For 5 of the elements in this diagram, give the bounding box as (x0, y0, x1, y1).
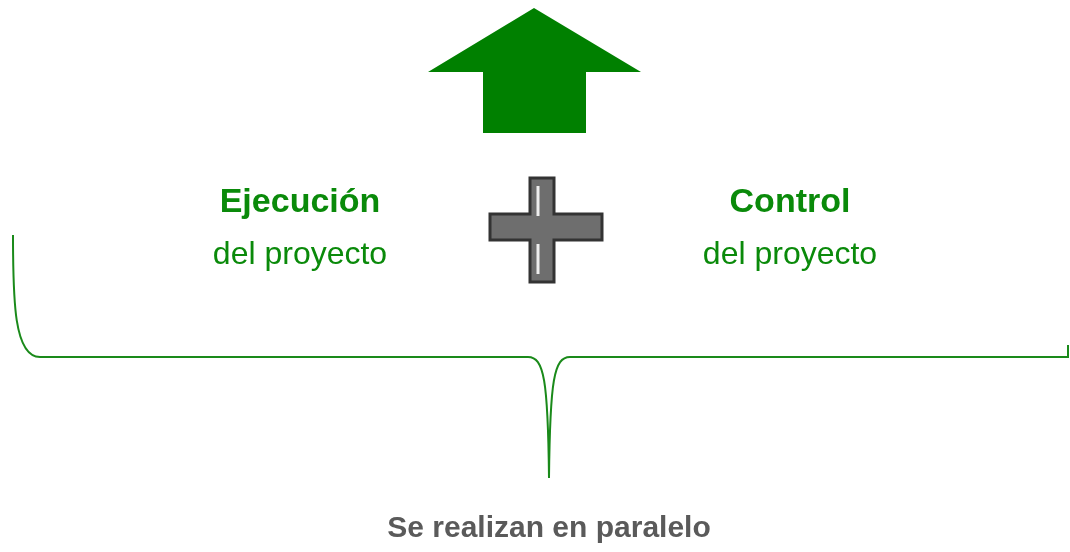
heading-text: Control (729, 182, 851, 220)
caption-text: Se realizan en paralelo (387, 510, 711, 543)
subtitle-text: del proyecto (212, 236, 388, 272)
heading-text: Ejecución (219, 182, 381, 220)
subtitle-text: del proyecto (702, 236, 878, 272)
